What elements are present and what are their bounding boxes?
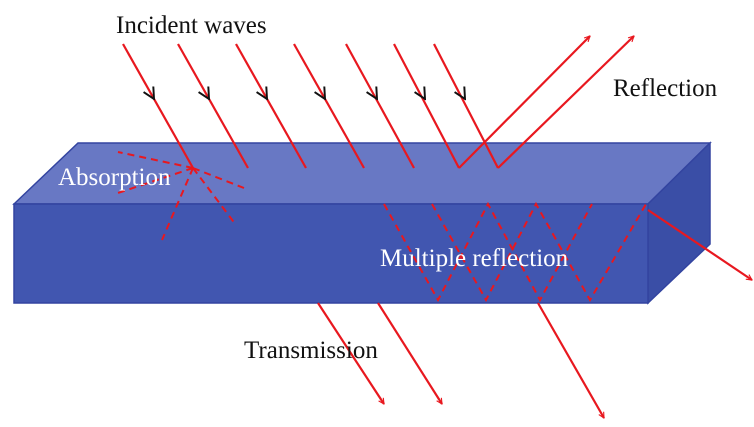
transmitted-ray (377, 302, 443, 404)
transmitted-ray (647, 209, 752, 281)
direction-arrow (453, 78, 465, 99)
incident-ray (433, 43, 499, 169)
absorption-label: Absorption (58, 164, 171, 191)
absorbed-ray (117, 151, 194, 169)
reflected-ray (458, 36, 590, 169)
slab-front-face (13, 203, 649, 304)
direction-arrow (413, 78, 425, 99)
incident-ray (293, 43, 365, 169)
multiple-reflection-path (383, 201, 647, 303)
incident-waves-label: Incident waves (116, 12, 267, 39)
incident-ray (393, 43, 460, 169)
zigzag-ray (383, 201, 593, 303)
incident-ray (235, 43, 307, 169)
incident-rays (122, 43, 499, 169)
incident-ray (345, 43, 415, 169)
transmitted-rays (317, 209, 752, 418)
transmitted-ray (537, 302, 605, 418)
reflection-label: Reflection (613, 75, 718, 102)
absorbed-ray (117, 167, 194, 194)
transmitted-ray (317, 302, 385, 404)
absorbed-ray (161, 167, 194, 241)
transmission-label: Transmission (244, 337, 378, 364)
incident-ray (177, 43, 249, 169)
multiple-reflection-label: Multiple reflection (380, 245, 569, 272)
incident-ray (122, 43, 194, 169)
absorbed-ray (192, 167, 245, 189)
reflected-rays (458, 36, 634, 169)
absorption-scatter (117, 151, 245, 241)
zigzag-ray (431, 201, 647, 303)
reflected-ray (497, 36, 634, 169)
